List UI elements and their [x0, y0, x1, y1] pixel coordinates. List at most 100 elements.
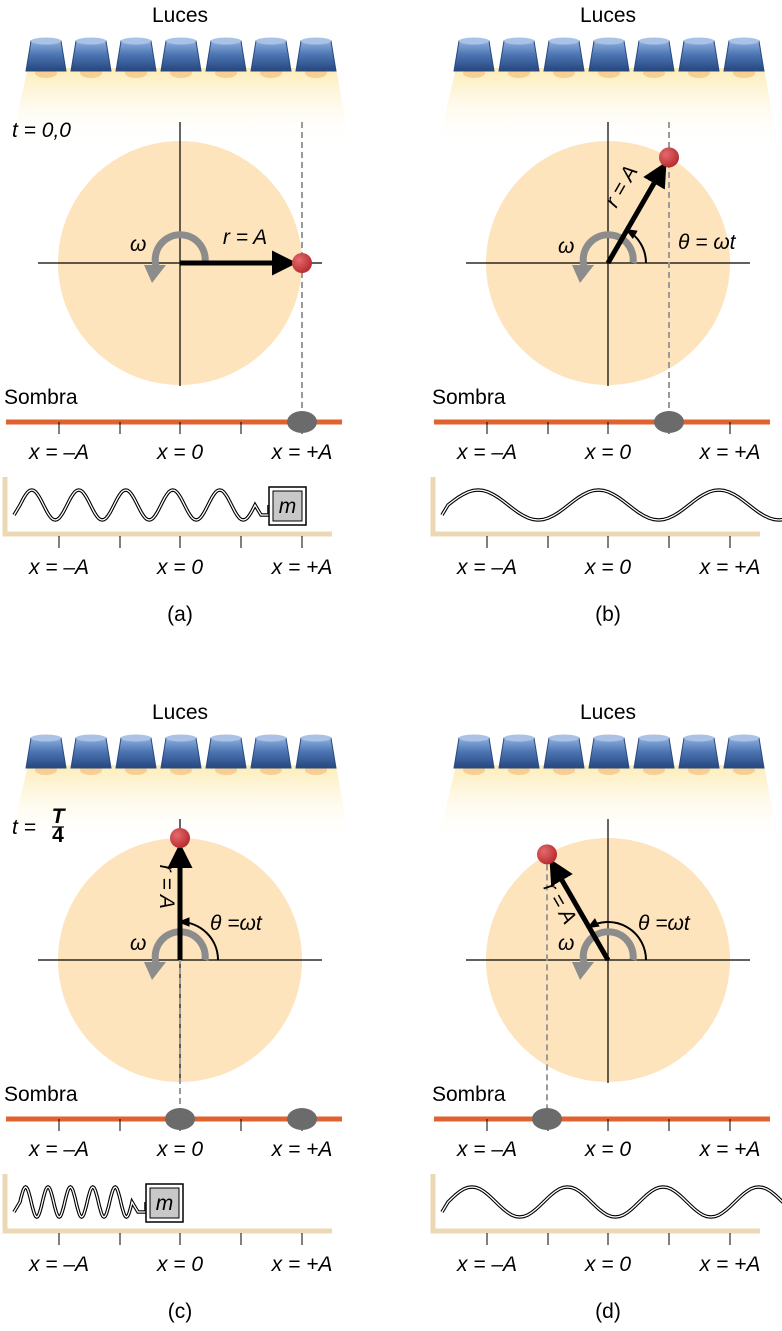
- shadow-axis-label: x = 0: [156, 1138, 203, 1161]
- lamp-top-icon: [76, 734, 106, 742]
- spring-coil-inner: [13, 1186, 147, 1218]
- lamp-row: [453, 734, 765, 775]
- light-beam: [10, 68, 350, 145]
- lamp-icon: [588, 40, 630, 72]
- omega-label: ω: [558, 235, 574, 258]
- lamp-row: [25, 734, 337, 775]
- lamp-top-icon: [301, 734, 331, 742]
- spring-axis-label: x = +A: [699, 1253, 761, 1276]
- spring-axis-label: x = 0: [584, 1253, 631, 1276]
- spring-base: [430, 1174, 760, 1234]
- ball: [659, 147, 679, 168]
- theta-arc: [624, 228, 647, 264]
- spring-axis-label: x = +A: [271, 556, 333, 579]
- lamp-icon: [295, 737, 337, 769]
- lamp-icon: [115, 737, 157, 769]
- lights-label: Luces: [152, 701, 208, 724]
- lamp-icon: [498, 40, 540, 72]
- lamp-top-icon: [31, 37, 61, 45]
- lamp-top-icon: [256, 734, 286, 742]
- lamp-icon: [633, 40, 675, 72]
- shadow-axis-label: x = 0: [156, 441, 203, 464]
- spring-base: [2, 1174, 332, 1234]
- light-beam: [438, 765, 778, 842]
- spring-axis-label: x = +A: [699, 556, 761, 579]
- spring-coil-outer: [12, 488, 271, 522]
- lamp-top-icon: [76, 37, 106, 45]
- spring-base: [430, 477, 760, 537]
- shadow-axis-label: x = +A: [271, 441, 333, 464]
- lamp-icon: [70, 737, 112, 769]
- spring-coil-inner: [441, 1186, 782, 1218]
- lamp-top-icon: [31, 734, 61, 742]
- lamp-icon: [723, 737, 765, 769]
- lamp-top-icon: [504, 734, 534, 742]
- shadow-label: Sombra: [432, 1083, 506, 1106]
- panel-caption: (c): [168, 1300, 193, 1323]
- lamp-icon: [250, 40, 292, 72]
- spring-axis-label: x = –A: [28, 556, 89, 579]
- lamp-top-icon: [594, 734, 624, 742]
- spring-coil-inner: [441, 489, 782, 521]
- lamp-icon: [498, 737, 540, 769]
- radius-label: r = A: [155, 865, 178, 909]
- omega-label: ω: [558, 932, 574, 955]
- omega-arrowhead-icon: [572, 962, 594, 980]
- lamp-icon: [723, 40, 765, 72]
- shadow-blob: [287, 1108, 317, 1130]
- lamp-top-icon: [549, 37, 579, 45]
- shadow-axis-label: x = +A: [699, 441, 761, 464]
- ball: [292, 253, 312, 273]
- lamp-top-icon: [729, 734, 759, 742]
- lamp-top-icon: [729, 37, 759, 45]
- lamp-icon: [633, 737, 675, 769]
- shadow-axis-label: x = –A: [28, 1138, 89, 1161]
- time-label: t = 0,0: [12, 119, 71, 142]
- lamp-top-icon: [301, 37, 331, 45]
- lamp-icon: [453, 40, 495, 72]
- lamp-top-icon: [121, 37, 151, 45]
- lamp-icon: [205, 40, 247, 72]
- omega-label: ω: [130, 932, 146, 955]
- lamp-icon: [115, 40, 157, 72]
- spring-axis-label: x = –A: [456, 1253, 517, 1276]
- time-fraction-numerator: T: [52, 805, 67, 828]
- mass-label: m: [279, 495, 297, 518]
- lamp-icon: [25, 737, 67, 769]
- lamp-icon: [678, 737, 720, 769]
- lamp-icon: [25, 40, 67, 72]
- omega-arrow: [579, 231, 637, 271]
- omega-arrowhead-icon: [572, 265, 594, 283]
- lamp-top-icon: [549, 734, 579, 742]
- spring-coil-inner: [13, 489, 270, 521]
- shadow-axis-label: x = 0: [584, 1138, 631, 1161]
- lamp-top-icon: [639, 734, 669, 742]
- lamp-row: [453, 37, 765, 78]
- lamp-icon: [588, 737, 630, 769]
- shadow-axis-label: x = 0: [584, 441, 631, 464]
- spring-axis-label: x = –A: [456, 556, 517, 579]
- ball: [170, 828, 190, 848]
- lamp-icon: [250, 737, 292, 769]
- lamp-icon: [205, 737, 247, 769]
- omega-arrowhead-icon: [144, 265, 166, 283]
- spring-base: [2, 477, 332, 537]
- shadow-axis-label: x = –A: [456, 1138, 517, 1161]
- omega-arrowhead-icon: [144, 962, 166, 980]
- spring-axis-label: x = 0: [156, 1253, 203, 1276]
- shadow-axis-label: x = –A: [456, 441, 517, 464]
- spring-coil-outer: [440, 1185, 782, 1219]
- radius-label: r = A: [223, 226, 267, 249]
- time-fraction-denominator: 4: [52, 824, 64, 847]
- radius-vector: [549, 858, 611, 962]
- mass-label: m: [156, 1192, 174, 1215]
- omega-arrow: [151, 231, 209, 271]
- shadow-label: Sombra: [432, 386, 506, 409]
